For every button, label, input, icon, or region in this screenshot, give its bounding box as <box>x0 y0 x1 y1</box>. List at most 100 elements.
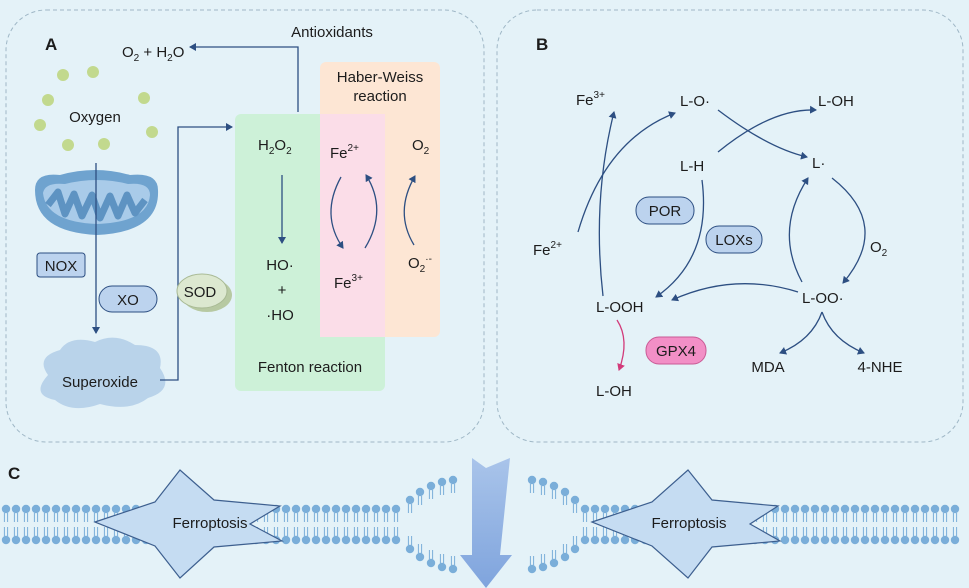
svg-text:POR: POR <box>649 203 682 220</box>
lipid-head <box>560 487 570 497</box>
lipid-head <box>426 481 436 491</box>
lipid-head <box>780 504 790 514</box>
arrow-fe2-to-lo <box>577 111 676 233</box>
loo-label: L-OO· <box>802 290 844 307</box>
lipid-head <box>930 535 940 545</box>
svg-text:NOX: NOX <box>45 258 78 275</box>
lipid-head <box>549 481 559 491</box>
lipid-head <box>31 535 41 545</box>
arrow-h2o2-to-water <box>189 43 299 112</box>
o2-label-b: O2 <box>870 239 888 259</box>
svg-text:SOD: SOD <box>184 284 217 301</box>
panel-c-label: C <box>8 464 20 483</box>
lipid-head <box>111 504 121 514</box>
lipid-head <box>101 504 111 514</box>
loh-top-label: L-OH <box>818 93 854 110</box>
svg-text:Superoxide: Superoxide <box>62 374 138 391</box>
lipid-head <box>11 535 21 545</box>
lipid-head <box>361 504 371 514</box>
lipid-head <box>381 504 391 514</box>
lipid-head <box>890 504 900 514</box>
lipid-head <box>81 535 91 545</box>
lipid-head <box>1 535 11 545</box>
xo-badge: XO <box>98 285 158 313</box>
lipid-head <box>71 535 81 545</box>
lipid-head <box>810 535 820 545</box>
lipid-head <box>920 504 930 514</box>
svg-text:Ferroptosis: Ferroptosis <box>172 515 247 532</box>
superoxide-cloud: Superoxide <box>40 337 166 409</box>
lipid-head <box>291 504 301 514</box>
lipid-head <box>830 535 840 545</box>
svg-text:GPX4: GPX4 <box>656 343 696 360</box>
lipid-head <box>800 504 810 514</box>
gpx4-badge: GPX4 <box>645 336 707 365</box>
arrow-superoxide-to-h2o2 <box>160 123 233 381</box>
lipid-head <box>840 535 850 545</box>
lipid-head <box>381 535 391 545</box>
arrow-loo-to-looh <box>671 283 799 302</box>
o2-label-a: O2 <box>412 137 430 157</box>
lipid-head <box>321 535 331 545</box>
oxygen-molecules <box>34 66 158 151</box>
lipid-head <box>830 504 840 514</box>
alkoxyl-label: L-O· <box>680 93 710 110</box>
lipid-head <box>570 495 580 505</box>
sod-disk: SOD <box>176 273 232 312</box>
lipid-head <box>890 535 900 545</box>
arrow-fe2-to-fe3 <box>330 176 344 249</box>
lipid-head <box>351 504 361 514</box>
lipid-head <box>311 504 321 514</box>
lipid-head <box>527 564 537 574</box>
lipid-head <box>940 535 950 545</box>
lipid-head <box>930 504 940 514</box>
lipid-radical-label: L· <box>812 155 825 172</box>
panel-b-frame <box>496 9 964 443</box>
lipid-head <box>570 544 580 554</box>
lipid-head <box>620 535 630 545</box>
haber-weiss-title: Haber-Weiss <box>337 69 423 86</box>
lipid-head <box>790 535 800 545</box>
mda-label: MDA <box>751 359 784 376</box>
arrow-lh-to-loh <box>717 105 817 153</box>
lipid-head <box>940 504 950 514</box>
lipid-head <box>426 558 436 568</box>
lipid-head <box>549 558 559 568</box>
lipid-head <box>527 475 537 485</box>
lipid-head <box>900 535 910 545</box>
fe2-label-a: Fe2+ <box>330 143 359 162</box>
svg-text:XO: XO <box>117 292 139 309</box>
lipid-head <box>21 535 31 545</box>
oxygen-label: Oxygen <box>69 109 121 126</box>
lipid-head <box>1 504 11 514</box>
svg-text:Ferroptosis: Ferroptosis <box>651 515 726 532</box>
lipid-head <box>610 535 620 545</box>
lipid-head <box>301 504 311 514</box>
lipid-head <box>281 535 291 545</box>
nox-badge: NOX <box>36 252 86 278</box>
lipid-head <box>448 564 458 574</box>
lipid-head <box>790 504 800 514</box>
lipid-head <box>405 544 415 554</box>
lipid-head <box>880 504 890 514</box>
lipid-head <box>538 562 548 572</box>
lipid-head <box>560 552 570 562</box>
lipid-head <box>437 562 447 572</box>
lipid-head <box>910 535 920 545</box>
lipid-head <box>21 504 31 514</box>
ferroptosis-star-right: Ferroptosis <box>590 469 782 579</box>
lipid-head <box>291 535 301 545</box>
haber-weiss-subtitle: reaction <box>353 88 406 105</box>
lipid-head <box>590 535 600 545</box>
lipid-head <box>31 504 41 514</box>
lipid-head <box>51 535 61 545</box>
lipid-head <box>437 477 447 487</box>
arrow-lo-to-l-radical <box>717 109 808 160</box>
lipid-head <box>351 535 361 545</box>
lipid-head <box>860 504 870 514</box>
lipid-head <box>41 504 51 514</box>
lipid-head <box>600 504 610 514</box>
lipid-head <box>800 535 810 545</box>
lipid-head <box>41 535 51 545</box>
